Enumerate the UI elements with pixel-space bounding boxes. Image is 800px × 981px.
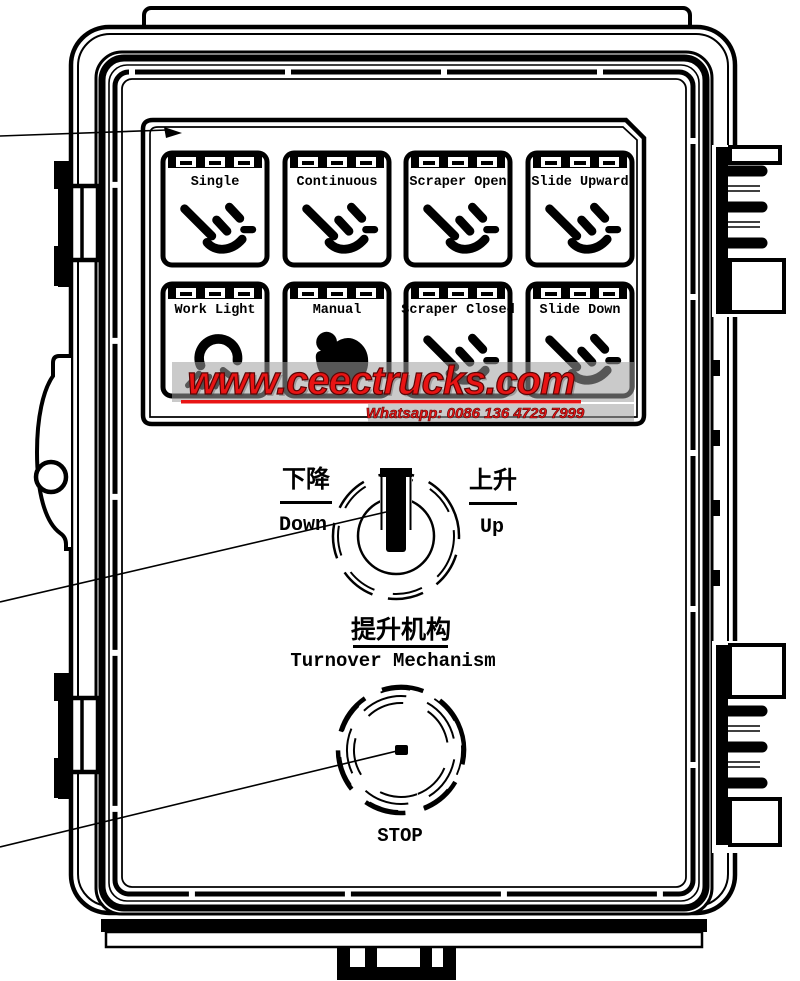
leader-line-switch [0,511,387,603]
button-label-single: Single [190,175,240,190]
button-label-scraper-open: Scraper Open [409,175,507,190]
stop-button [335,684,467,816]
switch-label-up-cn: 上升 [469,466,517,494]
right-latch-lower [712,641,794,853]
label-underlines [280,501,517,648]
switch-knob [386,472,406,552]
bracket-hole [33,459,69,495]
switch-label-up-en: Up [479,516,505,539]
watermark-whatsapp: Whatsapp: 0086 136 4729 7999 [365,405,585,422]
right-latch-upper [712,145,788,317]
right-edge-dashes [713,360,720,586]
leader-line-panel [0,129,168,137]
base-strip [101,919,707,949]
leader-arrowhead [164,127,182,138]
switch-label-down-en: Down [278,514,328,537]
button-label-slide-down: Slide Down [539,303,621,318]
button-label-slide-upward: Slide Upward [531,175,629,190]
switch-label-down-cn: 下降 [282,465,330,493]
button-label-work-light: Work Light [174,303,256,318]
leader-line-stop [0,750,398,848]
bottom-bracket [337,948,456,980]
button-label-manual: Manual [312,303,362,318]
mounting-bracket [33,354,71,551]
button-label-continuous: Continuous [296,175,378,190]
watermark-site: www.ceectrucks.com [187,359,577,403]
switch-caption-cn: 提升机构 [350,615,452,644]
stop-button-label: STOP [377,825,423,847]
stop-button-center [395,745,408,755]
watermark-bands [172,362,634,422]
button-label-scraper-closed: Scraper Closed [401,303,515,318]
rotary-switch [331,468,461,601]
switch-caption-en: Turnover Mechanism [290,650,496,672]
left-hinge-upper [54,161,101,287]
leader-lines [0,129,398,848]
left-hinge-lower [54,673,101,799]
